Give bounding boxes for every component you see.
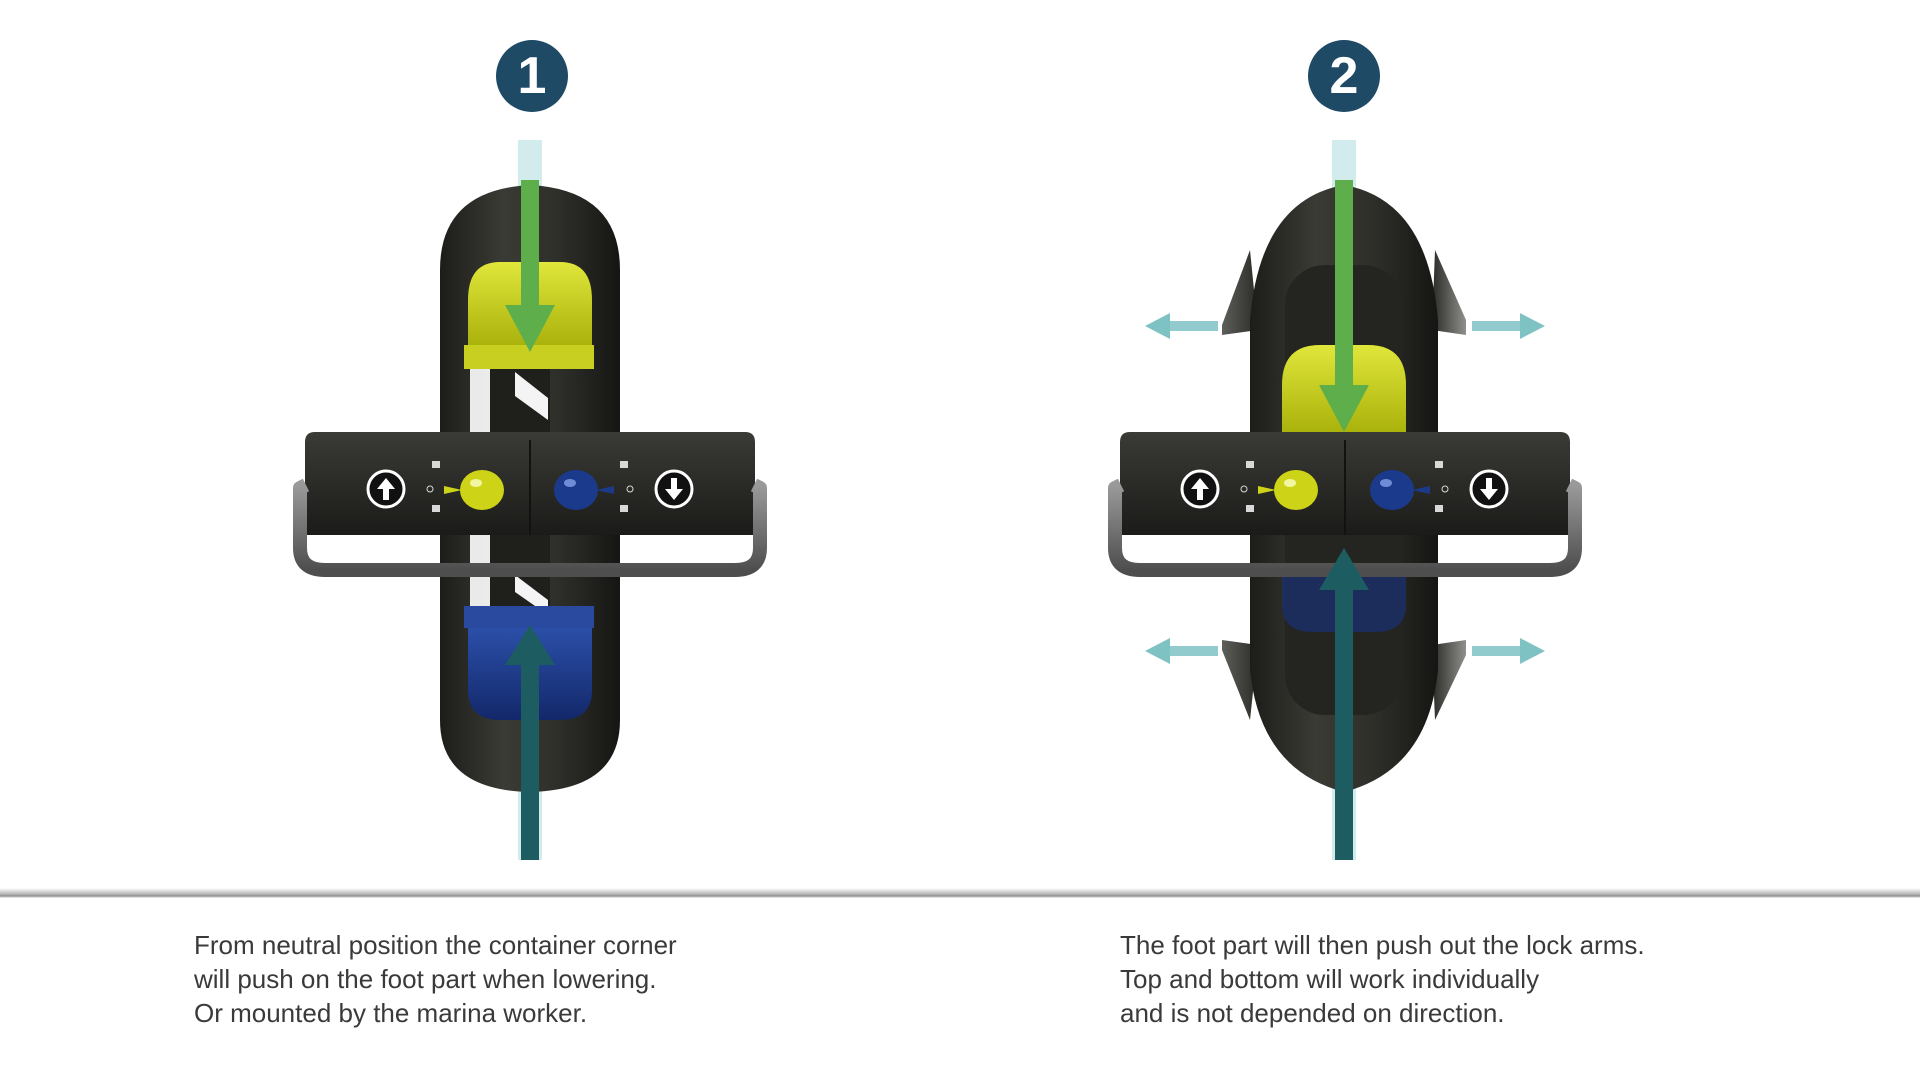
outward-push-arrow-bottom-right xyxy=(1472,638,1545,664)
up-arrow-circle-icon xyxy=(368,471,404,507)
down-arrow-circle-icon xyxy=(1471,471,1507,507)
unit-2 xyxy=(1115,140,1575,860)
outward-push-arrow-top-left xyxy=(1145,313,1218,339)
caption-line: From neutral position the container corn… xyxy=(194,928,677,962)
step-2-caption: The foot part will then push out the loc… xyxy=(1120,928,1645,1030)
outward-push-arrow-bottom-left xyxy=(1145,638,1218,664)
caption-line: Top and bottom will work individually xyxy=(1120,962,1645,996)
lock-mechanism-illustration xyxy=(0,0,1920,880)
caption-line: The foot part will then push out the loc… xyxy=(1120,928,1645,962)
caption-line: will push on the foot part when lowering… xyxy=(194,962,677,996)
up-arrow-circle-icon xyxy=(1182,471,1218,507)
caption-line: Or mounted by the marina worker. xyxy=(194,996,677,1030)
unit-1 xyxy=(300,140,760,860)
down-arrow-circle-icon xyxy=(656,471,692,507)
outward-push-arrow-top-right xyxy=(1472,313,1545,339)
ground-divider xyxy=(0,888,1920,898)
step-1-caption: From neutral position the container corn… xyxy=(194,928,677,1030)
caption-line: and is not depended on direction. xyxy=(1120,996,1645,1030)
